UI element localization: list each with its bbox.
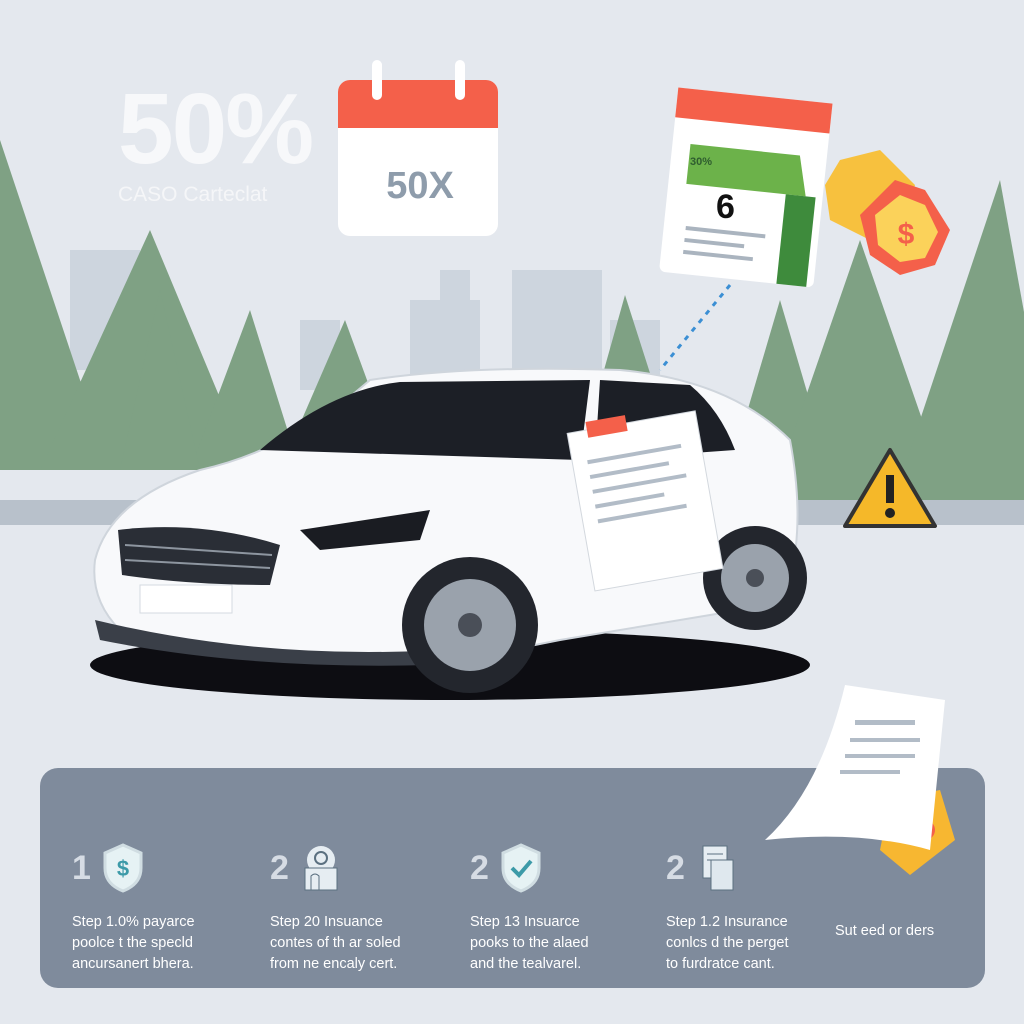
warning-icon: [843, 448, 937, 528]
step-line: pooks to the alaed: [470, 935, 589, 951]
step-line: conlcs d the perget: [666, 935, 789, 951]
shield-dollar-icon: $: [103, 843, 143, 893]
svg-text:$: $: [898, 218, 915, 251]
dashed-arrow: [658, 284, 732, 371]
calendar-icon: [659, 87, 833, 288]
document-icon: [566, 410, 724, 592]
step-line: from ne encaly cert.: [270, 956, 398, 972]
headline-subtitle: CASO Carteclat: [118, 183, 268, 206]
step-number: 1: [72, 848, 91, 887]
extra-text: Sut eed or ders: [835, 923, 935, 939]
step-3: 2 Step 13 Insuarce pooks to the alaed and …: [470, 842, 640, 975]
step-4: 2 Step 1.2 Insurance conlcs d the perget t…: [666, 842, 836, 975]
floating-document-icon: [765, 685, 955, 875]
step-line: poolce t the specld: [72, 935, 193, 951]
step-line: Step 1.2 Insurance: [666, 914, 788, 930]
house-gear-icon: [304, 846, 338, 891]
step-line: Step 1.0% payarce: [72, 914, 195, 930]
headline-percent: 50%: [118, 73, 314, 185]
step-number: 2: [270, 848, 289, 887]
step-line: contes of th ar soled: [270, 935, 401, 951]
calendar-percent: 30%: [690, 156, 713, 168]
step-line: to furdratce cant.: [666, 956, 775, 972]
step-number: 2: [666, 848, 685, 887]
step-line: Step 13 Insuarce: [470, 914, 580, 930]
step-line: Step 20 Insuance: [270, 914, 383, 930]
step-line: ancursanert bhera.: [72, 956, 194, 972]
step-number: 2: [470, 848, 489, 887]
step-1: 1 $ Step 1.0% payarce poolce t the specld…: [72, 842, 242, 975]
calendar-icon: [338, 60, 498, 236]
calendar-value: 50X: [386, 165, 454, 207]
shield-check-icon: [501, 843, 541, 893]
step-2: 2 Step 20 Insuance contes of th ar soled f…: [270, 842, 440, 975]
step-line: and the tealvarel.: [470, 956, 582, 972]
documents-icon: [702, 845, 734, 891]
dollar-badge-icon: $: [825, 150, 950, 275]
svg-text:$: $: [117, 856, 129, 881]
calendar-day: 6: [716, 188, 735, 226]
